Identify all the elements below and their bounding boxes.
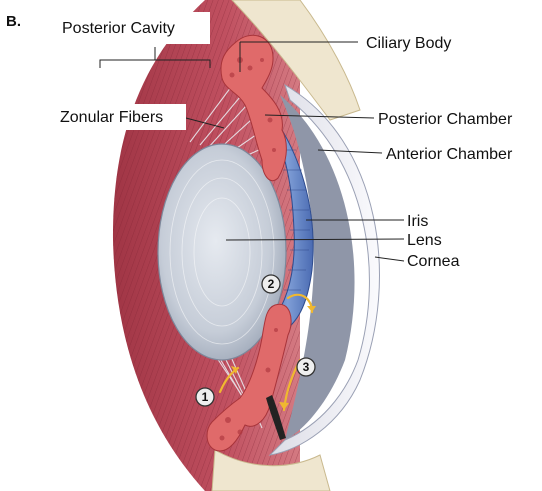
label-lens: Lens [407,232,442,249]
label-anterior-chamber: Anterior Chamber [386,146,513,163]
flow-marker-1-label: 1 [202,390,209,404]
label-iris: Iris [407,213,428,230]
flow-marker-3-label: 3 [303,360,310,374]
flow-marker-2-label: 2 [268,277,275,291]
flow-marker-2: 2 [262,275,280,293]
label-posterior-cavity: Posterior Cavity [62,20,175,37]
flow-marker-1: 1 [196,388,214,406]
label-cornea: Cornea [407,253,460,270]
panel-letter: B. [6,13,21,30]
label-zonular-fibers: Zonular Fibers [60,109,163,126]
label-posterior-chamber: Posterior Chamber [378,111,513,128]
flow-marker-3: 3 [297,358,315,376]
label-ciliary-body: Ciliary Body [366,35,451,52]
